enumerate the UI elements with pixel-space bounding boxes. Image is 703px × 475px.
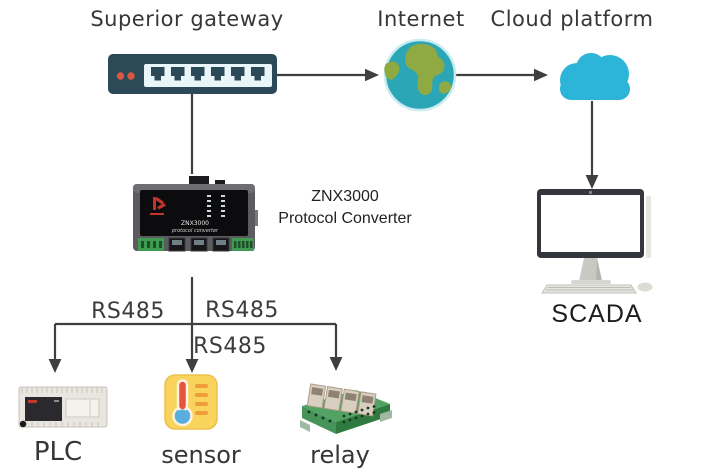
arrowhead-scada bbox=[585, 175, 599, 189]
converter-model-label: ZNX3000 bbox=[311, 188, 379, 205]
cloud-platform-label: Cloud platform bbox=[490, 7, 654, 31]
plc-label: PLC bbox=[33, 437, 83, 467]
rs485-left-label: RS485 bbox=[91, 299, 165, 324]
arrowhead-plc bbox=[48, 359, 62, 373]
converter-panel-type-text: protocol converter bbox=[171, 228, 219, 234]
gateway-switch-icon bbox=[108, 54, 277, 94]
arrowhead-internet bbox=[365, 68, 379, 82]
converter-panel-model-text: ZNX3000 bbox=[181, 220, 209, 227]
gateway-label: Superior gateway bbox=[90, 7, 284, 31]
rs485-right-label: RS485 bbox=[205, 298, 279, 323]
scada-computer-icon bbox=[537, 189, 653, 294]
relay-label: relay bbox=[310, 441, 370, 469]
protocol-converter-icon: ZNX3000 protocol converter bbox=[133, 176, 258, 252]
internet-globe-icon bbox=[383, 38, 457, 112]
scada-label: SCADA bbox=[551, 300, 643, 328]
sensor-label: sensor bbox=[161, 441, 241, 469]
internet-label: Internet bbox=[377, 7, 465, 31]
arrowhead-sensor bbox=[185, 359, 199, 373]
converter-caption: ZNX3000 Protocol Converter bbox=[278, 186, 411, 230]
plc-icon bbox=[18, 386, 108, 428]
sensor-icon bbox=[164, 374, 218, 430]
converter-type-label: Protocol Converter bbox=[278, 210, 412, 227]
arrowhead-relay bbox=[329, 357, 343, 371]
relay-icon bbox=[300, 383, 392, 434]
cloud-icon bbox=[560, 53, 630, 100]
rs485-center-label: RS485 bbox=[193, 334, 267, 359]
arrowhead-cloud bbox=[534, 68, 548, 82]
